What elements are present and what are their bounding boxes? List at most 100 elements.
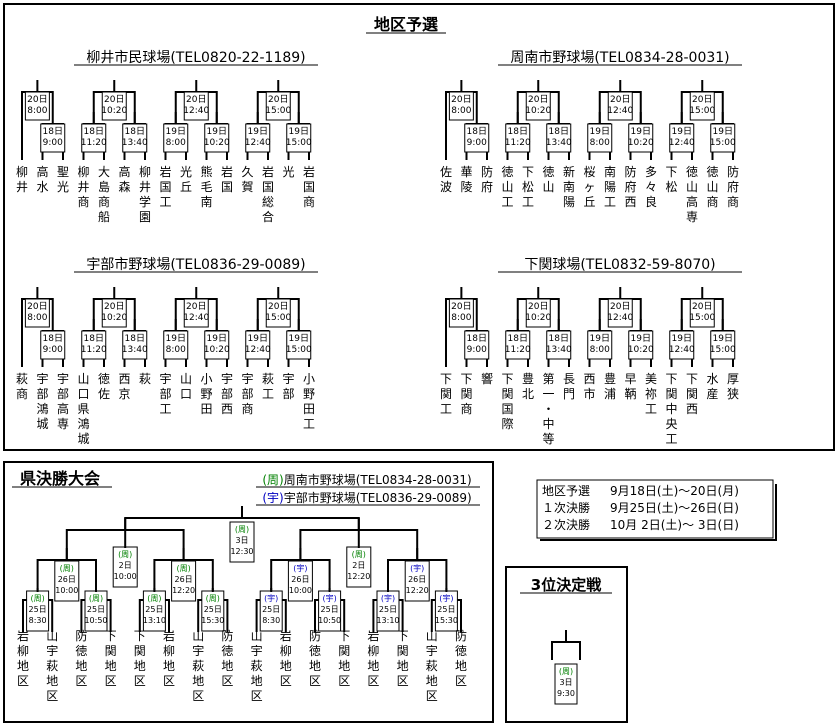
game-box-label: 25日 (87, 605, 105, 614)
team-name: 浦 (604, 387, 616, 401)
team-name: 山 (686, 180, 698, 194)
schedule-dates: 9月25日(土)～26日(日) (610, 501, 739, 515)
game-box-label: 10:20 (628, 138, 654, 148)
game-box-label: 19日 (207, 333, 227, 344)
game-box-label: 25日 (437, 605, 455, 614)
game-box-label: 8:00 (451, 313, 471, 323)
team-name: 地 (192, 674, 204, 688)
team-name: 部 (36, 386, 48, 401)
team-name: 下 (134, 629, 146, 643)
team-name: 宇 (46, 644, 58, 658)
team-name: 市 (583, 386, 595, 401)
team-name: 学 (139, 194, 151, 209)
third-place-title: 3位決定戦 (531, 576, 602, 594)
team-name: 光 (180, 165, 192, 179)
game-box (112, 546, 138, 588)
third-place-bracket: 3位決定戦(周)3日9:30 (520, 576, 612, 705)
game-box-label: 8:30 (262, 616, 280, 625)
team-name: 宇 (36, 372, 48, 386)
team-name: 山 (501, 180, 513, 194)
team-name: 工 (262, 387, 274, 401)
game-box-label: (宇) (410, 563, 424, 573)
team-name: 多 (645, 165, 657, 179)
game-box-label: 20日 (451, 301, 471, 312)
game-box-label: 10:50 (84, 616, 107, 625)
team-name: 柳 (77, 165, 89, 179)
regional-frame (3, 3, 835, 451)
team-name: 工 (440, 402, 452, 416)
team-name: 萩 (426, 659, 438, 673)
venue-bracket-2: 宇部市野球場(TEL0836-29-0089)18日9:0020日8:0018日… (16, 256, 318, 446)
team-name: 地 (455, 659, 467, 673)
team-name: 西 (583, 372, 595, 386)
team-name: 西 (221, 402, 233, 416)
team-name: 光 (282, 165, 294, 179)
game-box (607, 91, 633, 121)
team-name: 柳 (17, 644, 29, 658)
team-name: 商 (706, 194, 718, 209)
team-name: 地 (105, 659, 117, 673)
game-box-label: 19日 (590, 333, 610, 344)
team-name: 国 (159, 180, 171, 194)
team-name: 合 (262, 209, 274, 224)
team-name: 岩 (17, 628, 29, 643)
game-box-label: 12:20 (406, 586, 429, 595)
game-box (448, 91, 474, 121)
prefectural-frame (3, 461, 494, 723)
game-box-label: 10:00 (114, 572, 137, 581)
team-name: 口 (77, 387, 89, 401)
team-name: 宇 (221, 372, 233, 386)
game-box-label: 15:00 (265, 313, 291, 323)
game-box-label: 12:40 (245, 138, 271, 148)
game-box-label: 13:40 (546, 138, 572, 148)
game-box-label: 11:20 (505, 138, 531, 148)
team-name: 佐 (440, 165, 452, 179)
game-box-label: 20日 (104, 301, 124, 312)
team-name: 岩 (163, 628, 175, 643)
team-name: 山 (46, 629, 58, 643)
team-name: 下 (338, 629, 350, 643)
game-box-label: (宇) (381, 593, 395, 603)
game-box-label: 10:20 (628, 345, 654, 355)
team-name: 中 (665, 401, 677, 416)
team-name: 山 (77, 372, 89, 386)
game-box-label: 12:40 (183, 313, 209, 323)
team-name: 府 (624, 179, 636, 194)
team-name: 地 (367, 659, 379, 673)
game-box-label: 20日 (186, 94, 206, 105)
game-box-label: 15:30 (201, 616, 224, 625)
schedule-label: １次決勝 (542, 500, 590, 515)
team-name: 下 (522, 165, 534, 179)
team-name: 区 (338, 674, 350, 688)
team-name: 響 (481, 371, 493, 386)
game-box (204, 123, 230, 153)
team-name: 工 (159, 402, 171, 416)
game-box (628, 330, 654, 360)
team-name: 水 (706, 372, 718, 386)
team-name: 地 (280, 659, 292, 673)
game-box-label: 13:40 (122, 138, 148, 148)
game-box-label: 18日 (467, 333, 487, 344)
game-box-label: 15:00 (689, 106, 715, 116)
game-box (122, 330, 148, 360)
page-title: 地区予選 (374, 15, 438, 34)
game-box-label: 9:30 (557, 689, 575, 698)
game-box-label: 19日 (590, 126, 610, 137)
team-name: 南 (200, 194, 212, 209)
team-name: 徳 (686, 164, 698, 179)
game-box-label: 18日 (549, 333, 569, 344)
team-name: 商 (241, 401, 253, 416)
game-box-label: 13:10 (376, 616, 399, 625)
team-name: 野 (303, 387, 315, 401)
team-name: 岩 (280, 628, 292, 643)
team-name: 一 (542, 387, 554, 401)
game-box-label: 25日 (379, 605, 397, 614)
team-name: 丘 (180, 180, 192, 194)
game-box-label: 26日 (58, 575, 76, 584)
team-name: 徳 (98, 371, 110, 386)
team-name: 地 (75, 659, 87, 673)
game-box (40, 123, 66, 153)
game-box-label: 18日 (467, 126, 487, 137)
team-name: 萩 (262, 372, 274, 386)
team-name: 豊 (522, 372, 534, 386)
